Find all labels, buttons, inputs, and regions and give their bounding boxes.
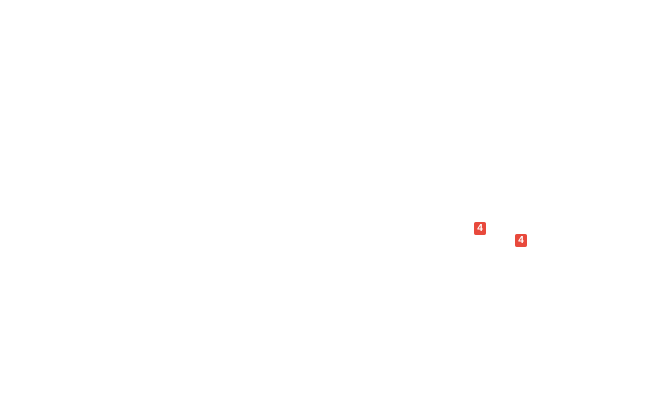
count-badge[interactable]: 4 [474,222,486,235]
count-badge[interactable]: 4 [515,234,527,247]
